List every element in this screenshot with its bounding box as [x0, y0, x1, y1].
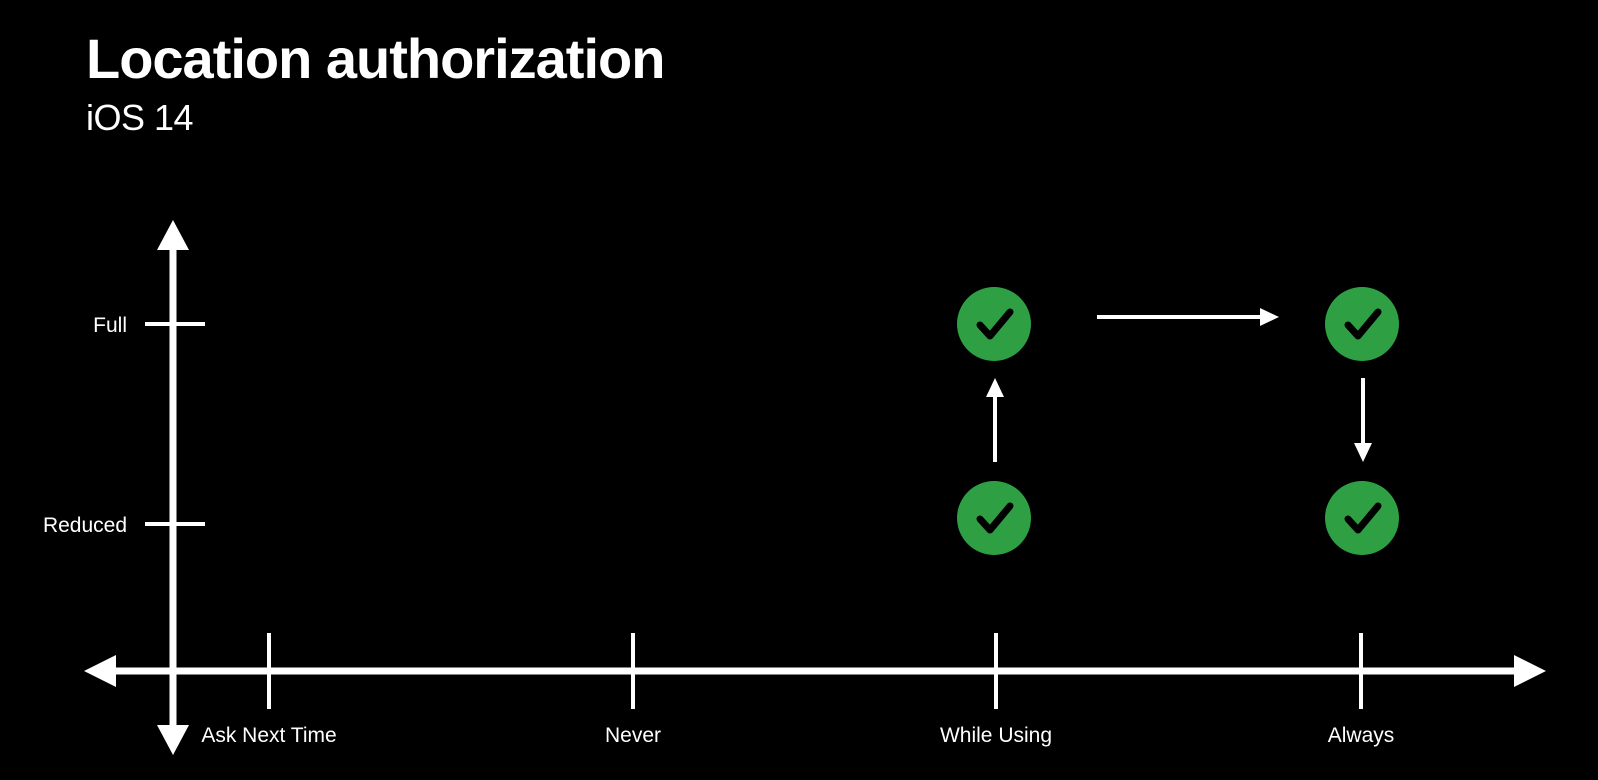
- checkmark-icon: [976, 308, 1014, 340]
- x-axis-left-arrowhead: [84, 655, 116, 687]
- x-tick-label-never: Never: [605, 724, 661, 747]
- y-tick-label-full: Full: [93, 314, 127, 337]
- arrow-right-icon: [1260, 308, 1279, 326]
- x-tick-label-ask-next-time: Ask Next Time: [201, 724, 336, 747]
- arrow-always-full-to-reduced: [1354, 378, 1372, 462]
- checkmark-icon: [1344, 308, 1382, 340]
- node-while-using-reduced: [957, 481, 1031, 555]
- checkmark-circle-icon: [957, 481, 1031, 555]
- arrow-while-using-to-always: [1097, 308, 1279, 326]
- x-tick-label-always: Always: [1328, 724, 1395, 747]
- node-always-reduced: [1325, 481, 1399, 555]
- x-axis: Ask Next Time Never While Using Always: [84, 633, 1546, 747]
- slide-subtitle: iOS 14: [86, 97, 194, 138]
- y-axis-down-arrowhead: [157, 725, 189, 755]
- slide-title: Location authorization: [86, 27, 665, 90]
- y-axis-up-arrowhead: [157, 220, 189, 250]
- x-axis-right-arrowhead: [1514, 655, 1546, 687]
- y-axis: Full Reduced: [43, 220, 205, 755]
- x-tick-label-while-using: While Using: [940, 724, 1052, 747]
- arrow-up-icon: [986, 378, 1004, 397]
- checkmark-circle-icon: [1325, 287, 1399, 361]
- checkmark-circle-icon: [1325, 481, 1399, 555]
- node-always-full: [1325, 287, 1399, 361]
- arrow-down-icon: [1354, 443, 1372, 462]
- y-tick-label-reduced: Reduced: [43, 514, 127, 537]
- checkmark-icon: [1344, 502, 1382, 534]
- checkmark-icon: [976, 502, 1014, 534]
- checkmark-circle-icon: [957, 287, 1031, 361]
- arrow-while-using-reduced-to-full: [986, 378, 1004, 462]
- node-while-using-full: [957, 287, 1031, 361]
